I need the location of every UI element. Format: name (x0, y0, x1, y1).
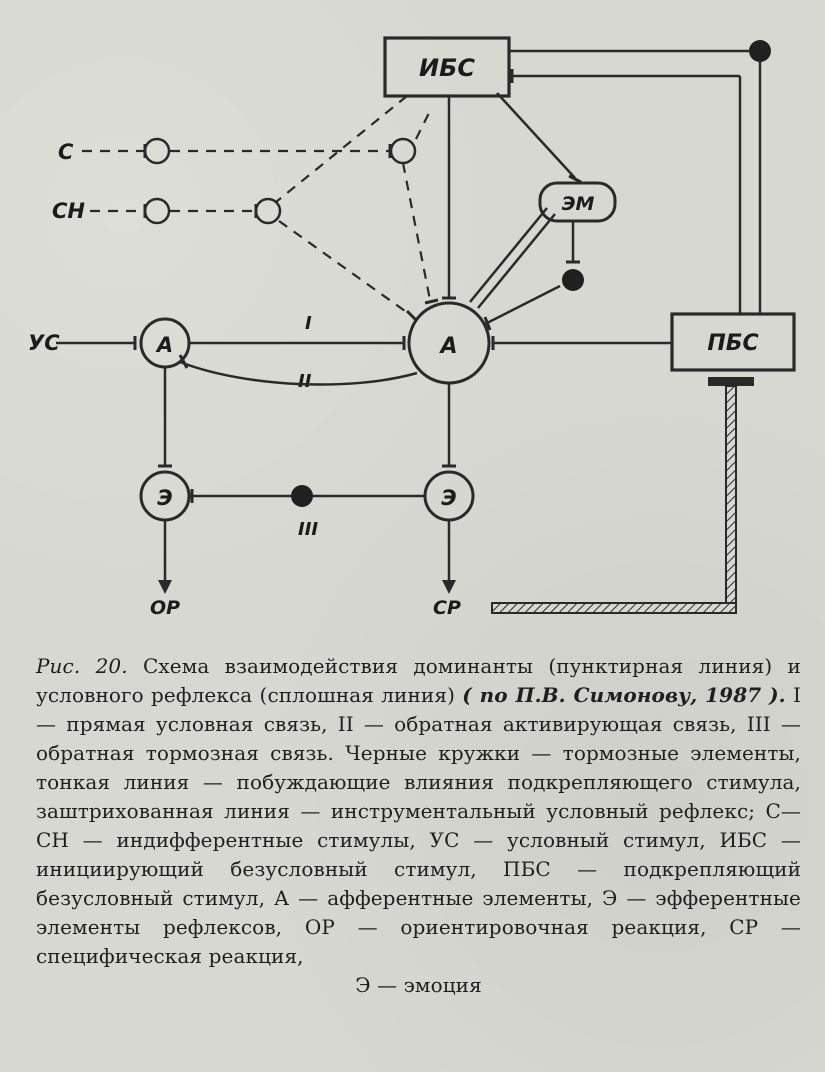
pbs-label: ПБС (707, 331, 758, 356)
figure-caption: Рис. 20. Схема взаимодействия доминанты … (36, 652, 801, 1000)
caption-last-line: Э — эмоция (355, 973, 482, 997)
s-dominant-neuron (389, 137, 417, 165)
dominant-reflex-diagram: ИБС ЭМ ПБС А А Э Э (28, 36, 796, 619)
caption-part-2: I — прямая условная связь, II — обратная… (36, 683, 801, 968)
or-label: ОР (150, 597, 180, 619)
ibs-block: ИБС (383, 36, 511, 98)
link-ii-label: II (298, 371, 312, 392)
instrumental-reflex-path (491, 377, 754, 614)
s-input-neuron (143, 137, 171, 165)
ibs-label: ИБС (419, 54, 475, 82)
inhibitory-ends (133, 44, 582, 503)
us-label: УС (28, 331, 60, 355)
pbs-block: ПБС (670, 312, 796, 372)
em-inhibitor (562, 269, 584, 291)
em-block: ЭМ (538, 181, 617, 223)
em-label: ЭМ (562, 193, 595, 215)
a-center-node: А (407, 301, 491, 385)
a-left-label: А (155, 333, 173, 357)
a-center-label: А (438, 334, 457, 359)
e-left-label: Э (157, 486, 172, 510)
link-i-label: I (305, 313, 312, 334)
e-right-label: Э (441, 486, 456, 510)
sr-label: СР (433, 597, 461, 619)
sn-label: СН (52, 199, 85, 223)
reflex-solid-paths (56, 49, 762, 594)
iii-inhibitor (291, 485, 313, 507)
sn-input-neuron (143, 197, 171, 225)
sn-dominant-neuron (254, 197, 282, 225)
s-label: С (58, 140, 74, 164)
link-iii-label: III (298, 519, 318, 540)
e-left-node: Э (139, 470, 191, 522)
figure-number: Рис. 20. (36, 654, 128, 678)
e-right-node: Э (423, 470, 475, 522)
caption-part-1: Схема взаимодействия доминанты (пунктирн… (36, 654, 801, 707)
caption-reference: ( по П.В. Симонову, 1987 ). (462, 683, 786, 707)
dominant-dashed-paths (82, 95, 432, 317)
feedback-inhibitor (749, 40, 771, 62)
